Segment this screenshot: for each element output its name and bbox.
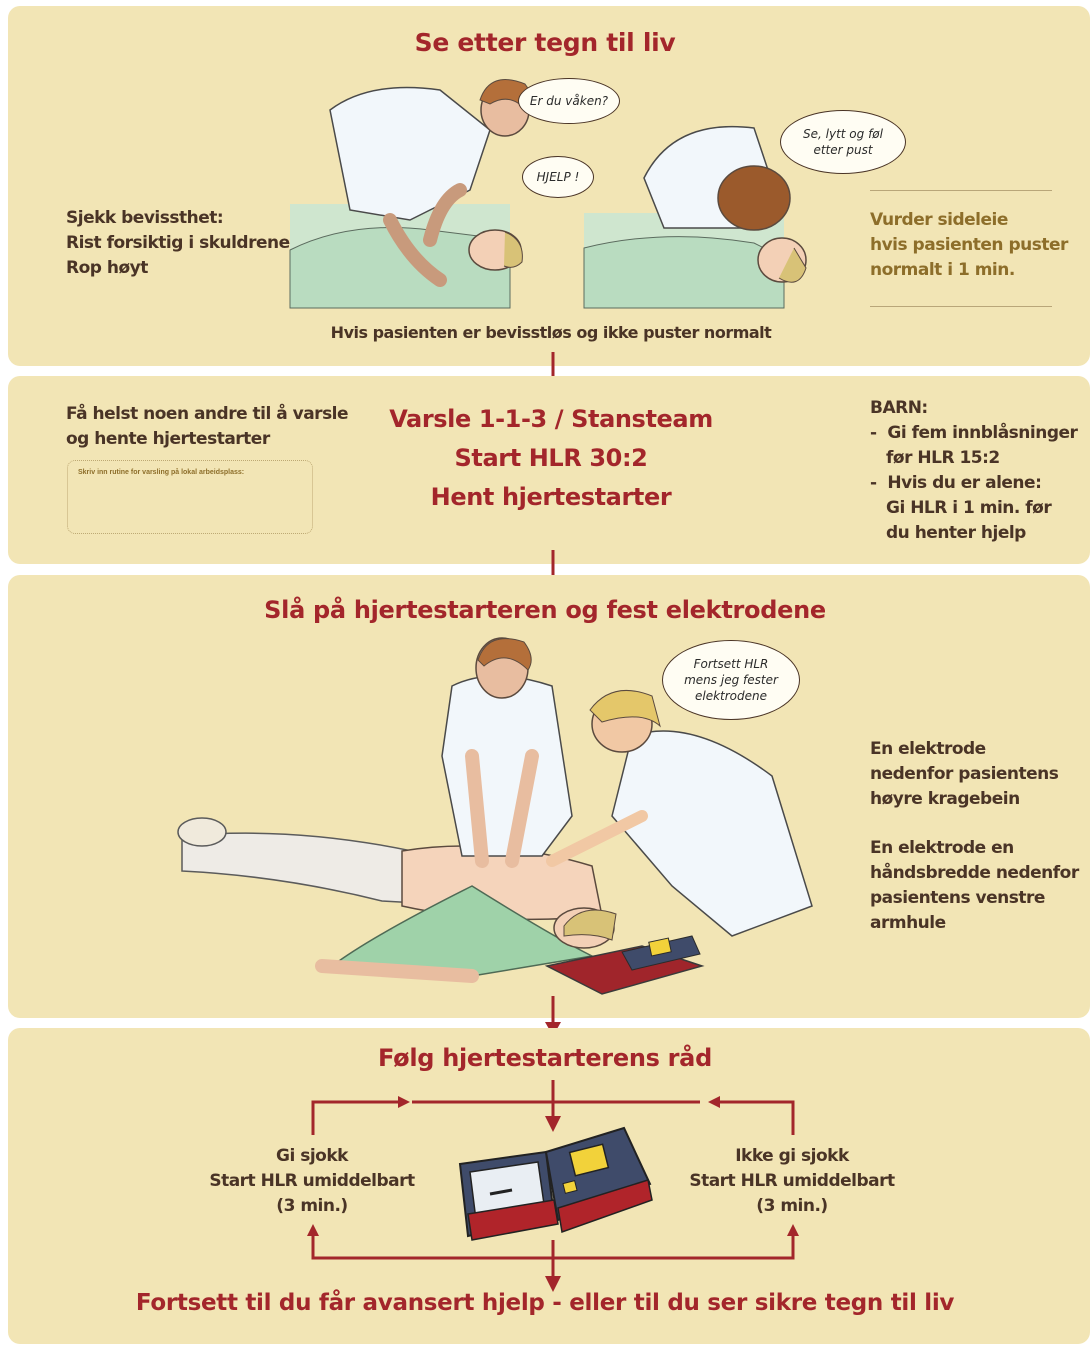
shock-line-1: Gi sjokk xyxy=(200,1144,424,1169)
shock-line-3: (3 min.) xyxy=(200,1194,424,1219)
no-shock-line-1: Ikke gi sjokk xyxy=(680,1144,904,1169)
no-shock-line-3: (3 min.) xyxy=(680,1194,904,1219)
shock-line-2: Start HLR umiddelbart xyxy=(200,1169,424,1194)
shock-advised-text: Gi sjokk Start HLR umiddelbart (3 min.) xyxy=(200,1144,424,1219)
no-shock-line-2: Start HLR umiddelbart xyxy=(680,1169,904,1194)
no-shock-advised-text: Ikke gi sjokk Start HLR umiddelbart (3 m… xyxy=(680,1144,904,1219)
step4-footer: Fortsett til du får avansert hjelp - ell… xyxy=(0,1290,1090,1316)
aed-device-icon xyxy=(454,1124,654,1240)
